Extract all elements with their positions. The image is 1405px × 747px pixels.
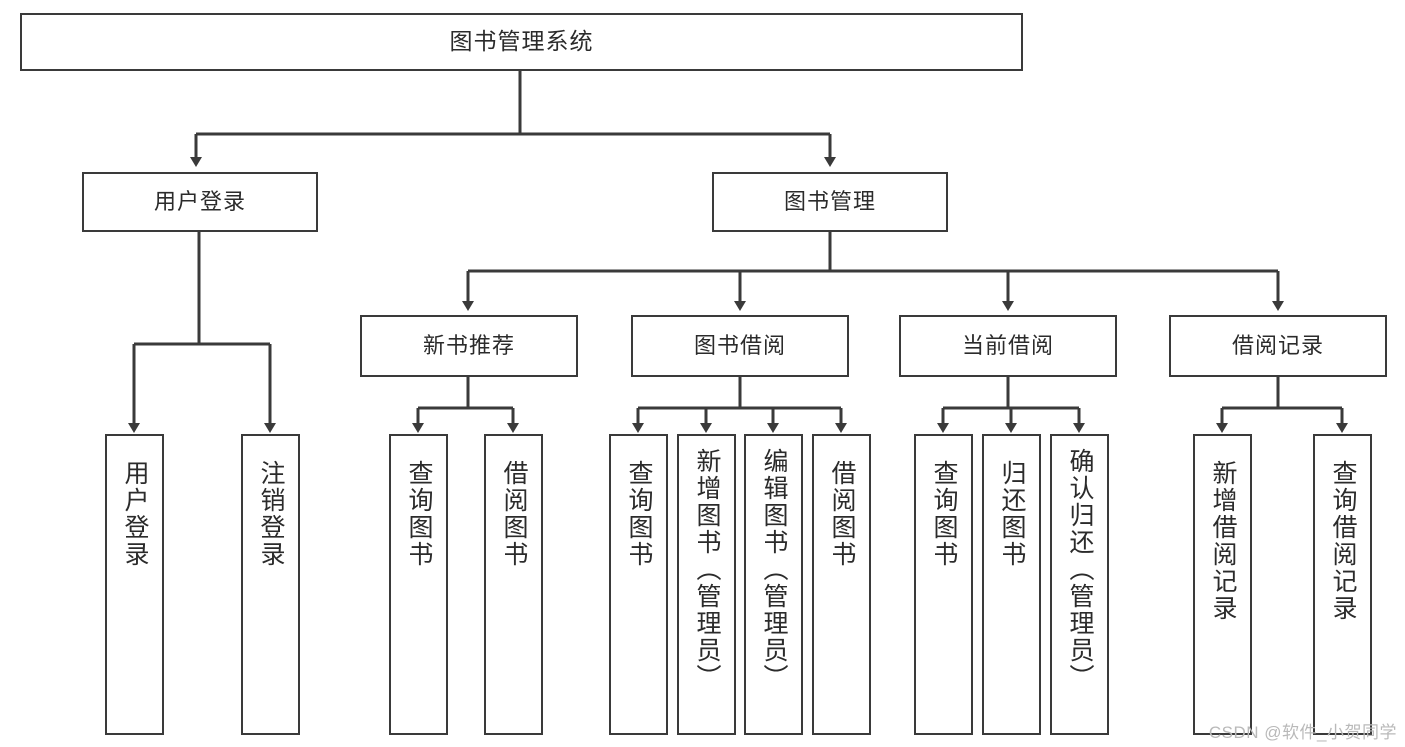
leaf-label: 查询借阅记录 bbox=[1329, 460, 1357, 622]
node-root[interactable]: 图书管理系统 bbox=[20, 13, 1023, 71]
leaf-record-add[interactable]: 新增借阅记录 bbox=[1193, 434, 1252, 735]
node-new-book-recommend-label: 新书推荐 bbox=[422, 332, 515, 358]
node-current-borrow[interactable]: 当前借阅 bbox=[899, 315, 1117, 377]
leaf-record-query[interactable]: 查询借阅记录 bbox=[1313, 434, 1372, 735]
leaf-borrow-query-book[interactable]: 查询图书 bbox=[609, 434, 668, 735]
leaf-label: 新增图书（管理员） bbox=[693, 448, 721, 691]
leaf-label: 借阅图书 bbox=[828, 460, 856, 568]
node-user-login-label: 用户登录 bbox=[153, 188, 246, 214]
watermark: CSDN @软件_小贺同学 bbox=[1208, 723, 1397, 742]
node-user-login[interactable]: 用户登录 bbox=[82, 172, 318, 232]
leaf-borrow-edit-book[interactable]: 编辑图书（管理员） bbox=[744, 434, 803, 735]
leaf-current-confirm-return[interactable]: 确认归还（管理员） bbox=[1050, 434, 1109, 735]
leaf-label: 注销登录 bbox=[257, 460, 285, 568]
leaf-label: 查询图书 bbox=[405, 460, 433, 568]
leaf-label: 编辑图书（管理员） bbox=[760, 448, 788, 691]
leaf-new-book-query[interactable]: 查询图书 bbox=[389, 434, 448, 735]
leaf-label: 新增借阅记录 bbox=[1209, 460, 1237, 622]
node-book-management[interactable]: 图书管理 bbox=[712, 172, 948, 232]
leaf-user-login-signin[interactable]: 用户登录 bbox=[105, 434, 164, 735]
node-book-management-label: 图书管理 bbox=[783, 188, 876, 214]
leaf-current-query-book[interactable]: 查询图书 bbox=[914, 434, 973, 735]
node-book-borrow-label: 图书借阅 bbox=[693, 332, 786, 358]
leaf-label: 查询图书 bbox=[930, 460, 958, 568]
node-current-borrow-label: 当前借阅 bbox=[961, 332, 1054, 358]
leaf-borrow-add-book[interactable]: 新增图书（管理员） bbox=[677, 434, 736, 735]
leaf-current-return-book[interactable]: 归还图书 bbox=[982, 434, 1041, 735]
leaf-label: 用户登录 bbox=[121, 460, 149, 568]
leaf-user-login-signout[interactable]: 注销登录 bbox=[241, 434, 300, 735]
leaf-new-book-borrow[interactable]: 借阅图书 bbox=[484, 434, 543, 735]
node-new-book-recommend[interactable]: 新书推荐 bbox=[360, 315, 578, 377]
leaf-borrow-borrow-book[interactable]: 借阅图书 bbox=[812, 434, 871, 735]
node-borrow-record[interactable]: 借阅记录 bbox=[1169, 315, 1387, 377]
leaf-label: 借阅图书 bbox=[500, 460, 528, 568]
leaf-label: 确认归还（管理员） bbox=[1066, 448, 1094, 691]
leaf-label: 归还图书 bbox=[998, 460, 1026, 568]
node-root-label: 图书管理系统 bbox=[449, 28, 594, 55]
node-book-borrow[interactable]: 图书借阅 bbox=[631, 315, 849, 377]
leaf-label: 查询图书 bbox=[625, 460, 653, 568]
node-borrow-record-label: 借阅记录 bbox=[1231, 332, 1324, 358]
